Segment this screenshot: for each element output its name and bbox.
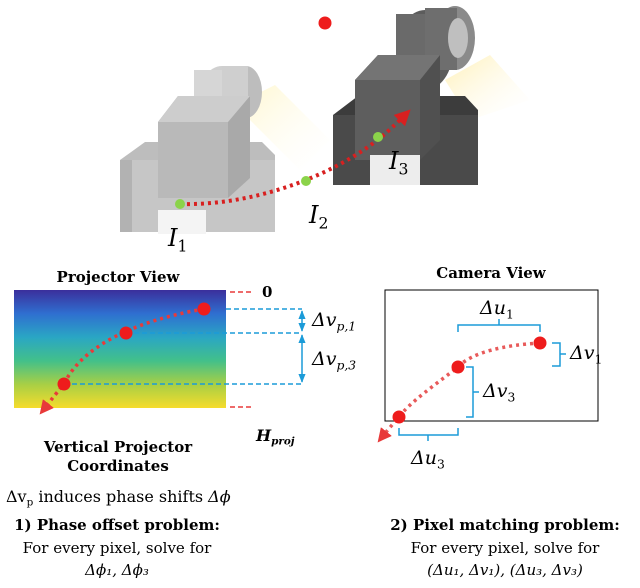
dv1-bracket <box>552 342 566 367</box>
du3-bracket <box>398 428 459 441</box>
dv1-label: Δv1 <box>570 342 603 367</box>
projector-view-title: Projector View <box>56 268 180 286</box>
phase-offset-line2: Δϕ₁, Δϕ₃ <box>85 561 149 579</box>
phase-offset-line1: For every pixel, solve for <box>22 539 212 557</box>
du1-bracket <box>457 319 541 332</box>
camera-point-1 <box>533 336 547 350</box>
projector-view-gradient <box>14 290 226 408</box>
top-red-dot <box>318 16 332 30</box>
label-i2: I2 <box>309 201 329 233</box>
induces-line: Δvp induces phase shifts Δϕ <box>6 487 231 509</box>
right-camera-icon <box>333 6 478 185</box>
top-trajectory-arrow <box>179 109 411 207</box>
projector-point-1 <box>197 302 211 316</box>
label-i1: I1 <box>168 224 188 256</box>
camera-point-2 <box>451 360 465 374</box>
dv-p1-label: Δvp,1 <box>312 309 357 334</box>
phase-offset-heading: 1) Phase offset problem: <box>14 516 220 534</box>
pixel-matching-line1: For every pixel, solve for <box>410 539 600 557</box>
top-point-i3 <box>373 132 383 142</box>
pixel-matching-line2: (Δu₁, Δv₁), (Δu₃, Δv₃) <box>427 561 583 579</box>
du1-label: Δu1 <box>480 297 514 322</box>
projector-height-label: Hproj <box>256 426 295 448</box>
projector-point-3 <box>57 377 71 391</box>
label-i3: I3 <box>389 147 409 179</box>
projector-zero-label: 0 <box>262 283 273 301</box>
dv-p3-label: Δvp,3 <box>312 348 357 373</box>
camera-point-3 <box>392 410 406 424</box>
du3-label: Δu3 <box>411 447 445 472</box>
pixel-matching-heading: 2) Pixel matching problem: <box>390 516 620 534</box>
left-camera-icon <box>120 66 275 234</box>
projector-caption-line1: Vertical Projector <box>43 438 193 456</box>
top-point-i2 <box>301 176 311 186</box>
camera-view-frame <box>384 289 599 422</box>
top-point-i1 <box>175 199 185 209</box>
dv3-label: Δv3 <box>483 380 516 405</box>
dv3-bracket <box>466 366 479 418</box>
camera-view-title: Camera View <box>436 264 546 282</box>
projector-point-2 <box>119 326 133 340</box>
camera-trajectory-arrow <box>377 341 541 443</box>
projector-caption-line2: Coordinates <box>67 457 169 475</box>
